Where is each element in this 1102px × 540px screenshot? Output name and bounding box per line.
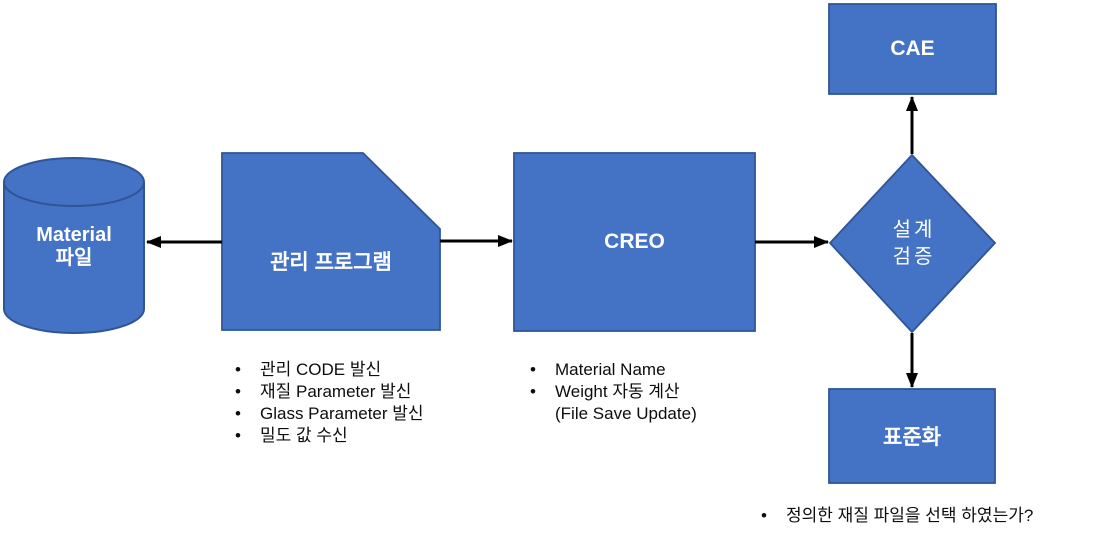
list-item: 정의한 재질 파일을 선택 하였는가? — [755, 505, 1100, 527]
list-item: Material Name — [524, 359, 774, 381]
material-file-label: Material 파일 — [36, 223, 112, 269]
material-cylinder-top — [3, 157, 145, 207]
mgmt-program-shape — [221, 152, 441, 331]
mgmt-program-label: 관리 프로그램 — [270, 250, 392, 274]
mgmt-notes-list: 관리 CODE 발신 재질 Parameter 발신 Glass Paramet… — [229, 359, 479, 447]
design-check-diamond-shape — [828, 153, 997, 334]
list-item: Glass Parameter 발신 — [229, 403, 479, 425]
creo-notes-list: Material Name Weight 자동 계산 (File Save Up… — [524, 359, 774, 425]
material-cylinder-shape — [3, 182, 145, 334]
cae-label: CAE — [890, 37, 935, 60]
creo-label: CREO — [604, 230, 665, 253]
cae-shape — [828, 3, 997, 95]
list-item: 밀도 값 수신 — [229, 425, 479, 447]
creo-shape — [513, 152, 756, 332]
std-notes-list: 정의한 재질 파일을 선택 하였는가? — [755, 505, 1100, 527]
std-label: 표준화 — [883, 426, 941, 449]
list-item: 재질 Parameter 발신 — [229, 381, 479, 403]
list-item: 관리 CODE 발신 — [229, 359, 479, 381]
list-item-continuation: (File Save Update) — [555, 404, 697, 423]
list-item: Weight 자동 계산 — [524, 381, 774, 403]
design-check-label: 설계 검증 — [892, 218, 936, 268]
std-shape — [828, 388, 996, 484]
